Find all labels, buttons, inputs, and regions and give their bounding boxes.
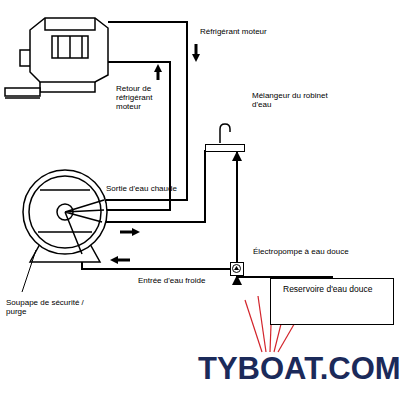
- coolant-pipe: [106, 22, 187, 200]
- water-pump: Électropompe à eau douce: [230, 262, 244, 276]
- engine-drawing: [5, 18, 108, 98]
- fresh-water-tank: Reservoire d'eau douce: [270, 278, 394, 325]
- pump-symbol: [231, 263, 242, 274]
- pipe-label: Sortie d'eau chaude: [106, 184, 184, 193]
- cold-water-pipe: [82, 258, 230, 269]
- flow-arrows: [114, 44, 196, 260]
- node-label: Mélangeur du robinet d'eau: [252, 91, 344, 109]
- pipe-label: Retour de réfrigérant moteur: [116, 84, 164, 112]
- hot-water-pipe: [104, 150, 205, 222]
- pipe-label: Réfrigérant moteur: [200, 27, 280, 36]
- pipe-label: Entrée d'eau froide: [138, 276, 224, 285]
- part-label: Soupape de sécurité / purge: [6, 298, 84, 316]
- leader-line: [22, 250, 36, 292]
- water-heater: [23, 170, 107, 262]
- node-label: Reservoire d'eau douce: [283, 285, 383, 295]
- mixer-tap: Mélangeur du robinet d'eau: [205, 144, 245, 152]
- node-label: Électropompe à eau douce: [253, 247, 373, 256]
- watermark: TYBOAT.COM: [198, 352, 396, 386]
- pipe-connector: [236, 152, 238, 262]
- tap-spout: [206, 123, 246, 153]
